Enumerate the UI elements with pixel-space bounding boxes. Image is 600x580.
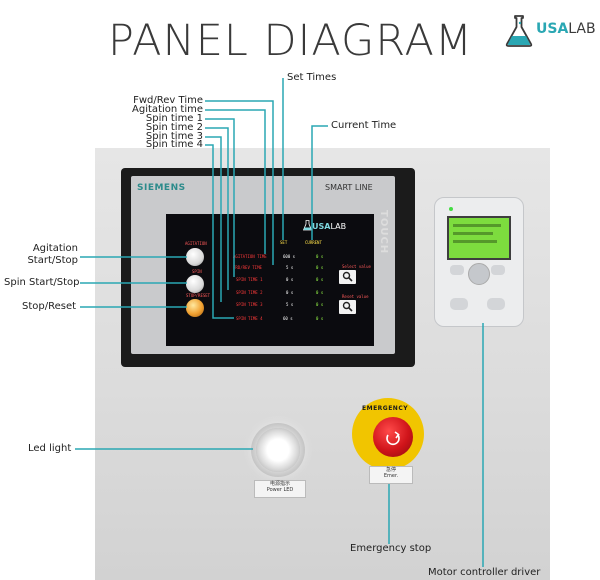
screen-row-current: 0 s <box>316 277 324 282</box>
btn-spin-label: SPIN <box>192 269 202 274</box>
callout-agitation-time: Agitation time <box>132 104 203 115</box>
screen-row-label: SPIN TIME 2 <box>236 290 263 295</box>
callout-spin-time-4: Spin time 4 <box>145 139 203 150</box>
btn-stop-reset-label: STOP/RESET <box>186 293 211 298</box>
lcd-text-line <box>453 232 493 235</box>
callout-line-agitation-time <box>205 109 266 254</box>
screen-row-set[interactable]: 5 s <box>286 265 294 270</box>
screen-logo-usa: USA <box>312 222 331 231</box>
callout-spin-time-3: Spin time 3 <box>145 131 203 142</box>
brand-usa: USA <box>536 21 569 37</box>
screen-row-set[interactable]: 0 s <box>286 277 294 282</box>
callout-line-fwd-rev <box>205 100 274 265</box>
callout-agitation-start-stop-2: Start/Stop <box>27 255 78 266</box>
screen-row-set[interactable]: 5 s <box>286 302 294 307</box>
led-light <box>256 428 300 472</box>
screen-row-current: 0 s <box>316 290 324 295</box>
screen-col-current: CURRENT <box>305 240 322 245</box>
screen-row-label: SPIN TIME 4 <box>236 316 263 321</box>
callout-fwd-rev-time: Fwd/Rev Time <box>133 95 203 106</box>
callout-current-time: Current Time <box>331 120 397 131</box>
controller-lcd <box>447 216 511 260</box>
btn-agitation-label: AGITATION <box>185 241 207 246</box>
spin-start-stop-button[interactable] <box>186 275 204 293</box>
lcd-text-line <box>453 224 501 227</box>
stop-reset-button[interactable] <box>186 299 204 317</box>
hmi-touch-label: TOUCH <box>378 210 389 255</box>
estop-plate-line2: Emer. <box>383 473 399 479</box>
callout-line-spin-3 <box>205 136 222 302</box>
screen-row-label: FRD/REV TIME <box>233 265 262 270</box>
callout-led-light: Led light <box>28 443 72 454</box>
brand-logo: USALAB <box>536 21 596 37</box>
emergency-ring-text: EMERGENCY <box>362 405 409 412</box>
callout-agitation-start-stop-1: Agitation <box>32 243 78 254</box>
screen-row-current: 0 s <box>316 254 324 259</box>
screen-logo-lab: LAB <box>330 222 347 231</box>
power-arrow-icon <box>386 431 400 446</box>
callout-set-times: Set Times <box>287 72 337 83</box>
screen-row-set[interactable]: 600 s <box>283 254 296 259</box>
callout-line-spin-2 <box>205 127 229 290</box>
screen-row-current: 0 s <box>316 265 324 270</box>
screen-row-current: 0 s <box>316 316 324 321</box>
callout-stop-reset: Stop/Reset <box>22 301 77 312</box>
callout-line-current-time <box>311 125 328 240</box>
screen-row-label: SPIN TIME 1 <box>236 277 263 282</box>
callout-spin-start-stop: Spin Start/Stop <box>4 277 80 288</box>
callout-motor-controller-driver: Motor controller driver <box>428 567 541 578</box>
controller-key[interactable] <box>491 265 505 275</box>
led-plate-line1: 电源指示 <box>269 481 290 487</box>
reset-value-label: Reset value <box>342 294 369 299</box>
callout-spin-time-2: Spin time 2 <box>145 122 203 133</box>
screen-row-label: SPIN TIME 3 <box>236 302 263 307</box>
controller-key[interactable] <box>450 265 464 275</box>
estop-plate-line1: 急停 <box>385 467 396 473</box>
controller-status-led <box>449 207 453 211</box>
page-title: PANEL DIAGRAM <box>108 16 473 66</box>
callout-emergency-stop: Emergency stop <box>350 543 432 554</box>
brand-lab: LAB <box>568 21 596 37</box>
led-plate: 电源指示 Power LED <box>254 480 306 498</box>
screen-row-set[interactable]: 0 s <box>286 290 294 295</box>
magnifier-icon <box>342 301 353 312</box>
flask-icon <box>505 15 533 47</box>
agitation-start-stop-button[interactable] <box>186 248 204 266</box>
screen-row-set[interactable]: 60 s <box>283 316 293 321</box>
estop-plate: 急停 Emer. <box>369 466 413 484</box>
led-plate-line2: Power LED <box>266 487 294 493</box>
callout-line-spin-1 <box>205 118 235 277</box>
screen-row-current: 0 s <box>316 302 324 307</box>
controller-start-key[interactable] <box>450 298 468 310</box>
lcd-text-line <box>453 240 497 243</box>
select-value-label: Select value <box>342 264 371 269</box>
screen-logo: USALAB <box>312 222 346 231</box>
callout-line-spin-4 <box>205 144 234 319</box>
screen-col-set: SET <box>280 240 288 245</box>
emergency-stop-button[interactable] <box>373 417 413 457</box>
callout-spin-time-1: Spin time 1 <box>145 113 203 124</box>
controller-arrow-key[interactable] <box>468 263 490 285</box>
screen-row-label: AGITATION TIME <box>233 254 267 259</box>
magnifier-icon <box>342 271 353 282</box>
hmi-series: SMART LINE <box>325 183 373 192</box>
controller-stop-key[interactable] <box>487 298 505 310</box>
hmi-maker: SIEMENS <box>137 183 186 193</box>
